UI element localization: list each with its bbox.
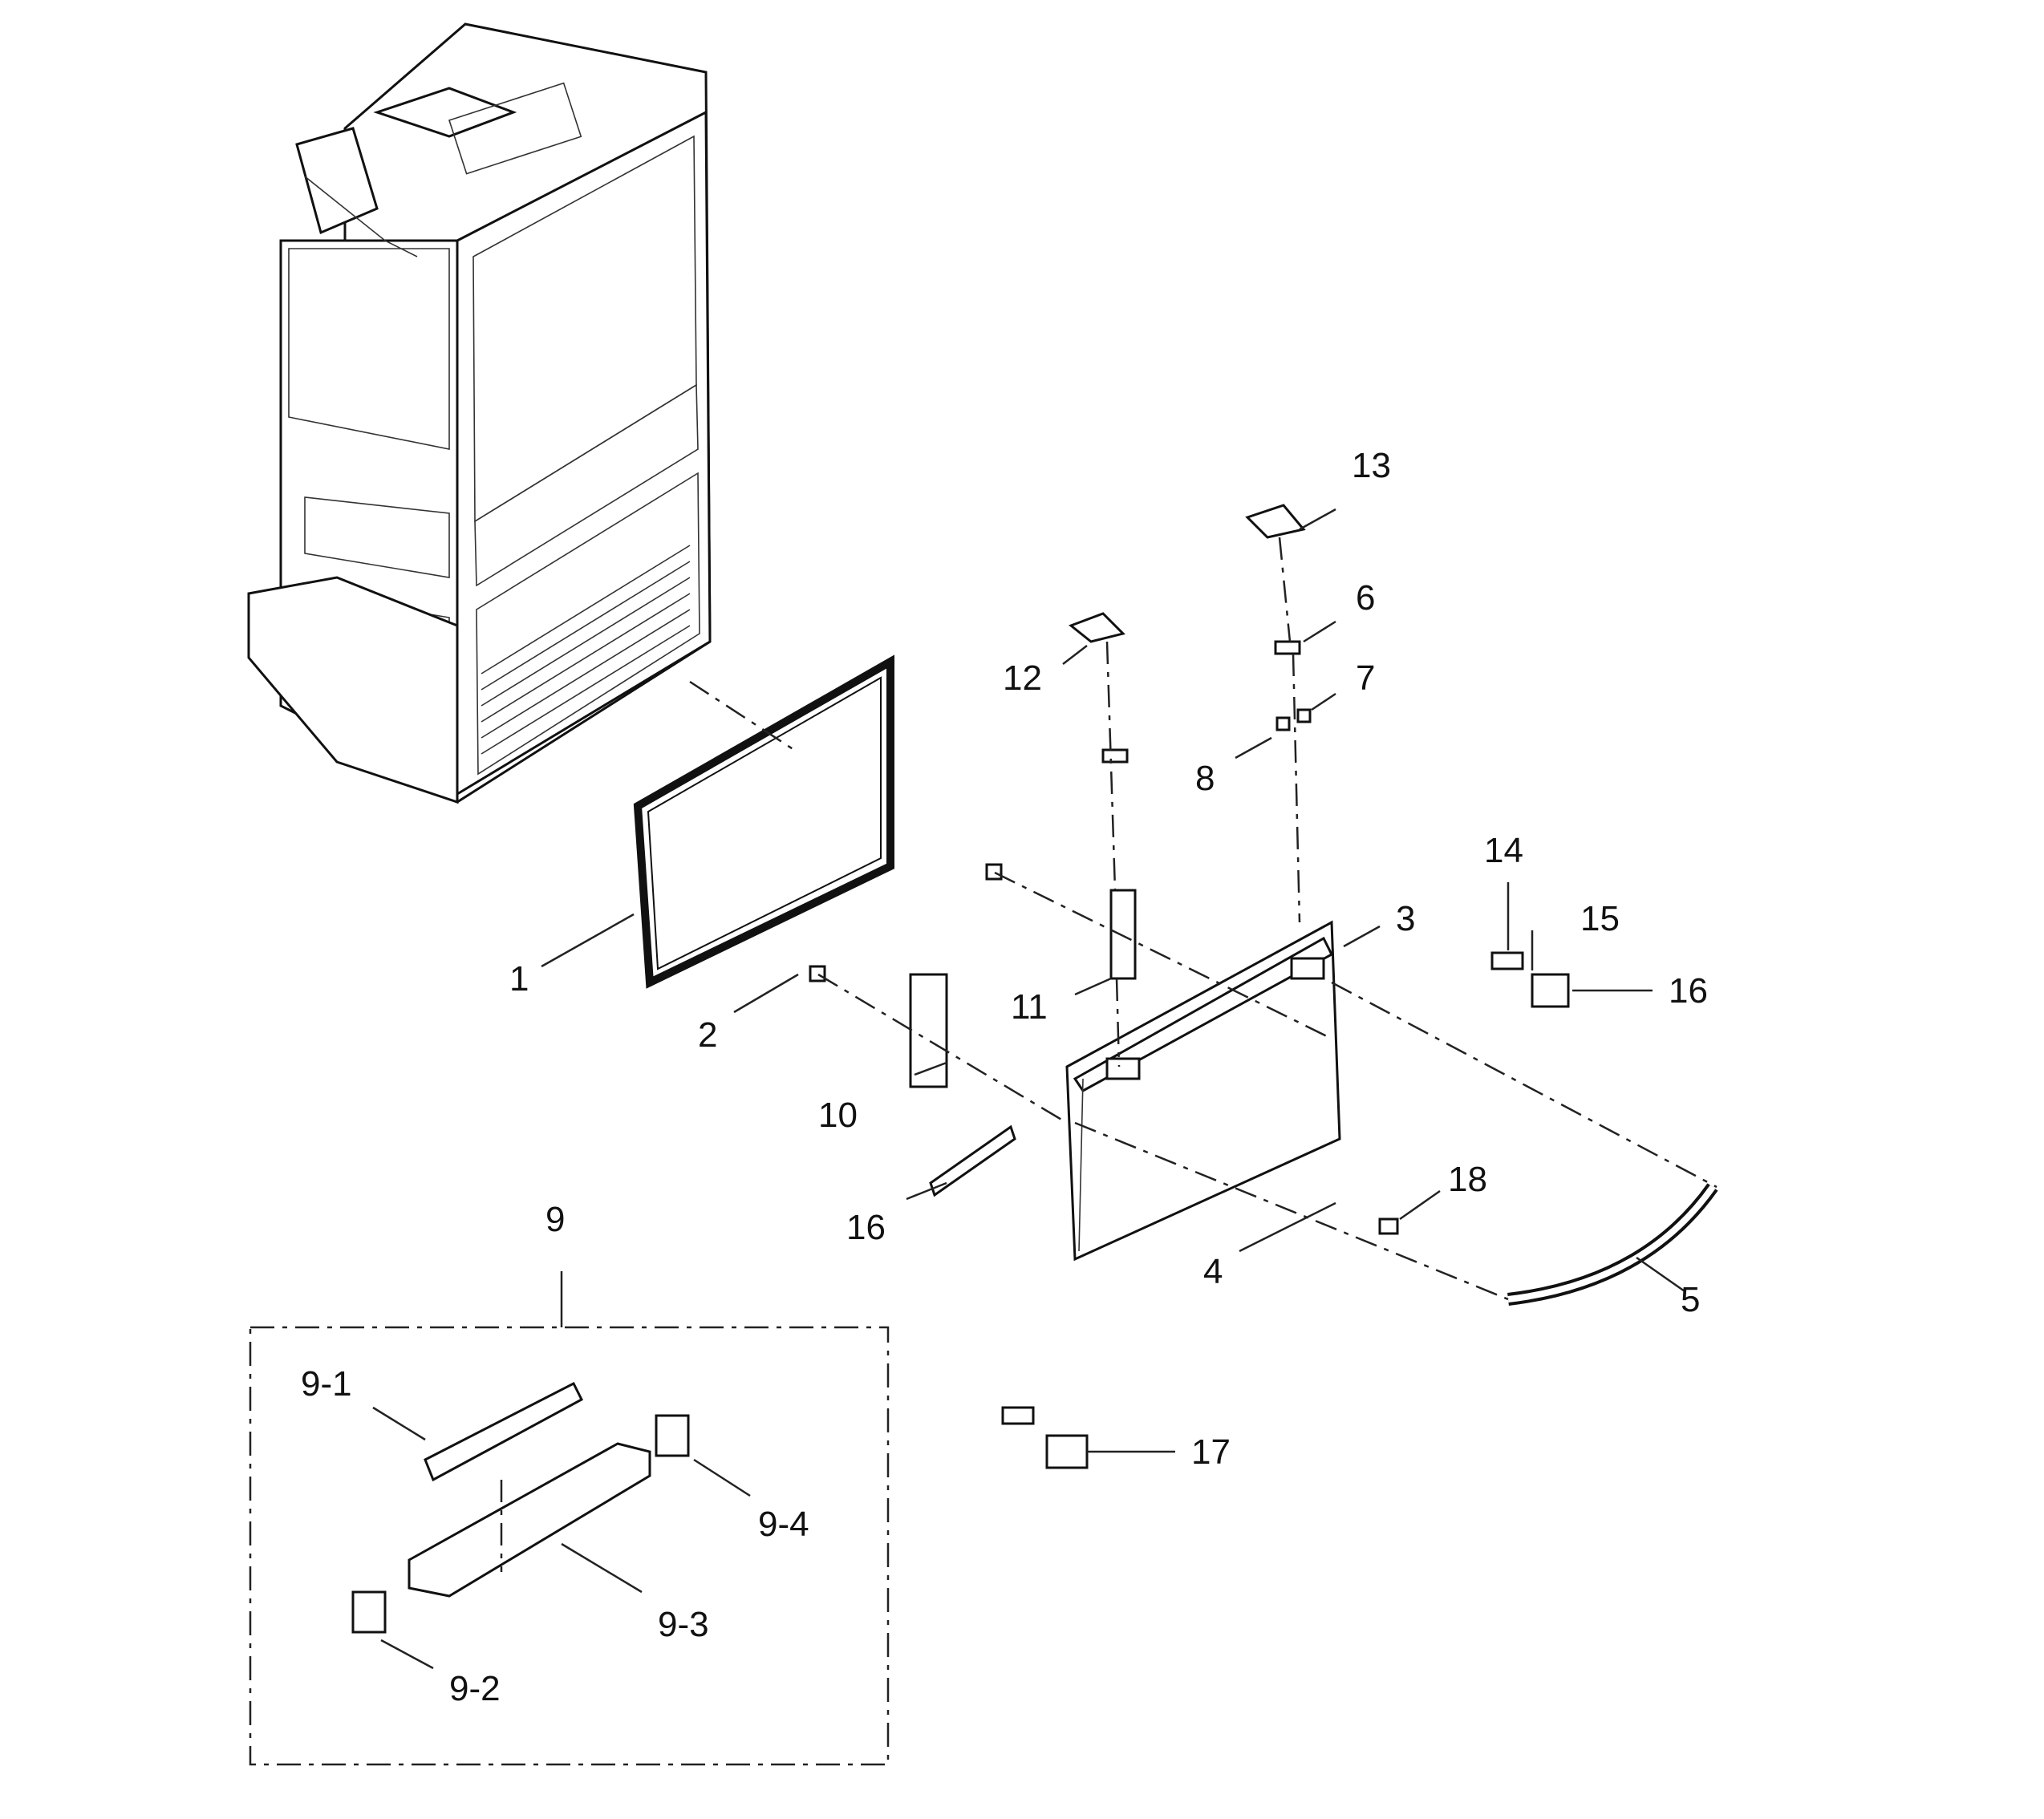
callout-4: 4 xyxy=(1203,1252,1223,1291)
callout-13: 13 xyxy=(1352,446,1391,485)
callout-3: 3 xyxy=(1396,899,1415,938)
part-9-4-bracket xyxy=(655,1414,690,1457)
part-18-screw xyxy=(1378,1217,1399,1235)
callout-1: 1 xyxy=(509,959,529,999)
part-3-drawer-door xyxy=(1065,920,1341,1262)
part-9-3-rail xyxy=(408,1442,651,1598)
refrigerator-cabinet xyxy=(247,22,712,804)
callout-6: 6 xyxy=(1356,578,1375,618)
part-9-1-cover xyxy=(424,1381,583,1482)
callout-16-right: 16 xyxy=(1669,971,1708,1011)
part-6-bracket xyxy=(1274,640,1301,655)
callout-8: 8 xyxy=(1195,759,1215,798)
callout-2: 2 xyxy=(698,1015,717,1055)
callout-9-4: 9-4 xyxy=(758,1505,809,1544)
callout-9-2: 9-2 xyxy=(449,1669,501,1708)
callout-7: 7 xyxy=(1356,658,1375,698)
callout-9: 9 xyxy=(545,1200,565,1239)
callout-9-1: 9-1 xyxy=(301,1364,352,1404)
part-9-assembly-box xyxy=(249,1326,890,1766)
leader-lines xyxy=(372,508,1685,1670)
callout-9-3: 9-3 xyxy=(658,1605,709,1644)
part-1-gasket xyxy=(633,654,894,989)
callout-12: 12 xyxy=(1003,658,1042,698)
part-12-bracket xyxy=(1101,748,1129,764)
part-11-bushing xyxy=(985,863,1003,881)
callout-labels: 1 2 3 4 5 6 7 8 9 9-1 9-2 9-3 9-4 10 11 … xyxy=(301,446,1708,1708)
callout-5: 5 xyxy=(1681,1280,1700,1319)
callout-17: 17 xyxy=(1191,1432,1231,1472)
part-17-plate xyxy=(1001,1406,1035,1425)
part-9-2-bracket xyxy=(351,1590,387,1634)
part-10-hinge xyxy=(909,973,948,1088)
callout-14: 14 xyxy=(1484,831,1523,870)
callout-15: 15 xyxy=(1580,899,1620,938)
callout-10: 10 xyxy=(818,1096,858,1135)
part-7-bushing xyxy=(1296,708,1312,723)
part-16-clip-left xyxy=(929,1124,1016,1197)
part-17-clip xyxy=(1045,1434,1089,1469)
callout-18: 18 xyxy=(1448,1160,1487,1199)
part-14-clip xyxy=(1490,951,1524,970)
part-16-clip-right xyxy=(1531,973,1570,1008)
part-2-bushing xyxy=(809,965,826,982)
part-12-cap xyxy=(1069,612,1125,643)
part-5-handle xyxy=(1507,1183,1718,1306)
part-8-bushing xyxy=(1275,716,1291,731)
assembly-lines xyxy=(500,537,1718,1572)
part-11-hinge xyxy=(1109,889,1137,980)
callout-11: 11 xyxy=(1011,987,1048,1027)
part-13-cap xyxy=(1245,504,1306,539)
callout-16-left: 16 xyxy=(846,1208,886,1247)
